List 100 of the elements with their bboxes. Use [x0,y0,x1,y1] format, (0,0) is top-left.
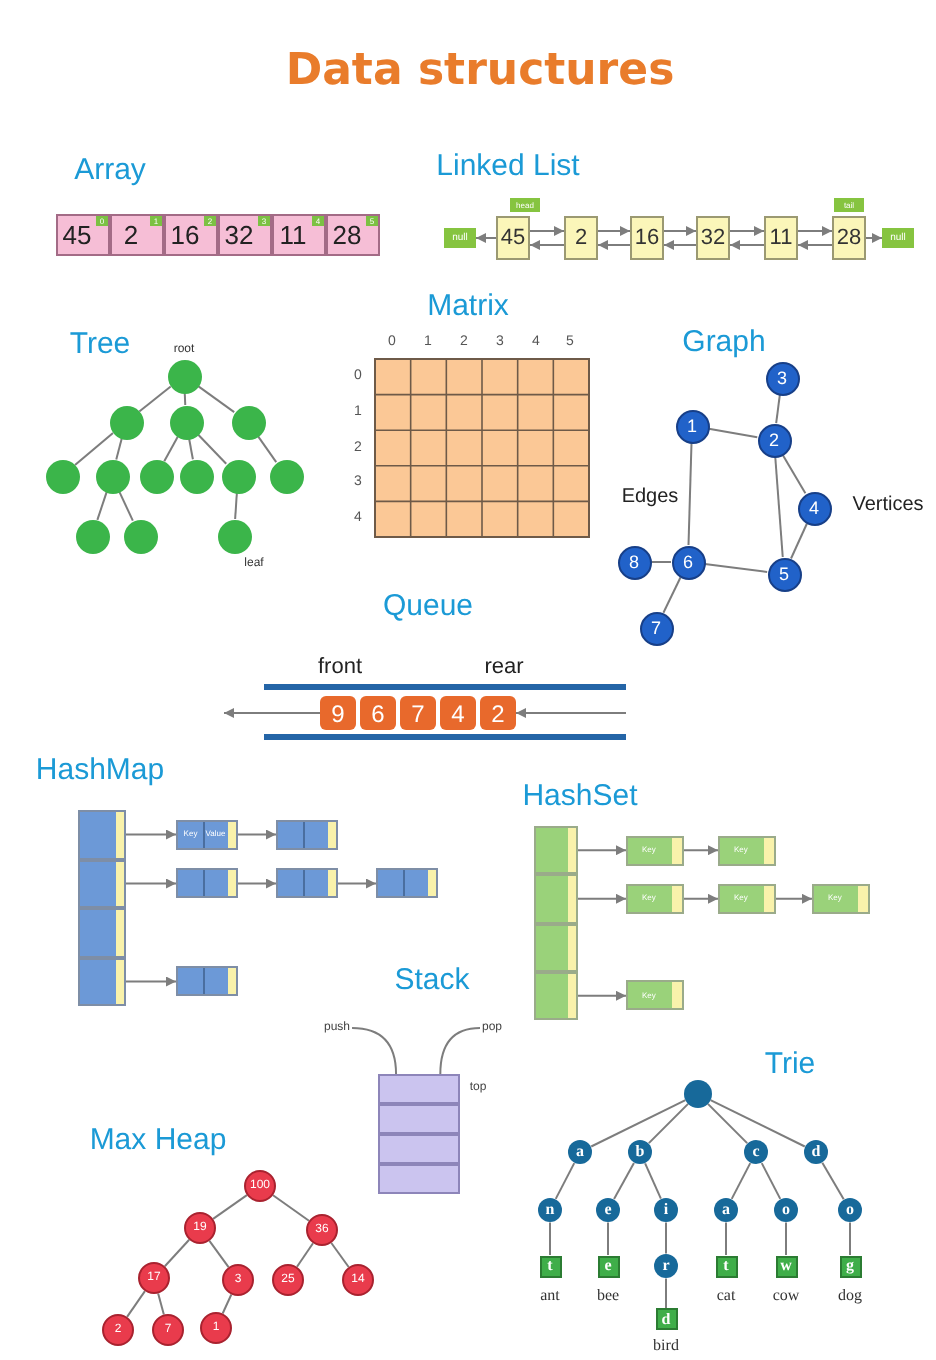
end-node: e [597,1255,619,1277]
tree-node [269,459,303,493]
branch-line [118,490,134,522]
list-node: 32 [696,216,730,260]
word-label: ant [540,1288,560,1304]
queue-item: 4 [440,696,476,730]
arrow [577,893,627,904]
graph-vertex: 7 [639,611,673,645]
array-cell [56,214,110,256]
word-label: dog [838,1288,862,1304]
entry-node [276,819,338,850]
branch-line [138,385,172,413]
arrow [337,878,377,889]
branch-line [163,1238,191,1268]
arrow [775,893,813,904]
array-cell [110,214,164,256]
branch-line [234,491,238,521]
tree-node [179,459,213,493]
graph-vertex: 2 [757,423,791,457]
edge-line [687,442,693,546]
bucket-slot [78,859,126,908]
arrow [475,233,497,243]
graph-vertex: 1 [675,409,709,443]
trie-node: n [537,1197,563,1223]
arrow [515,708,627,718]
branch-line [208,1239,230,1269]
section-heading: Trie [764,1049,816,1079]
list-node: 28 [832,216,866,260]
bucket-slot [534,826,578,875]
stack-slot [378,1164,460,1194]
bucket-slot [78,810,126,859]
bucket-slot [534,923,578,972]
word-label: bird [653,1338,679,1354]
trie-node: i [653,1197,679,1223]
arrow [125,976,177,987]
branch-line [549,1221,551,1256]
branch-line [157,1292,165,1316]
cell-value: 16 [170,222,200,248]
branch-line [644,1162,662,1200]
branch-line [821,1161,845,1201]
bucket-slot [78,957,126,1006]
queue-item: 7 [400,696,436,730]
arrow [577,845,627,856]
cell-value: 11 [279,222,307,248]
cell-value: 45 [62,222,92,248]
edge-line [774,455,784,559]
branch-line [665,1221,667,1255]
arrow [529,226,565,236]
graph-vertex: 8 [617,545,651,579]
trie-node: d [803,1139,829,1165]
bucket-slot [534,971,578,1020]
arrow [729,226,765,236]
branch-line [330,1242,350,1268]
queue-item: 2 [480,696,516,730]
tree-node [221,459,255,493]
arrow [529,240,565,250]
edge-line [790,522,808,560]
branch-line [74,431,114,467]
branch-line [760,1162,782,1200]
leader-line [439,1027,481,1075]
section-heading: HashSet [522,781,638,811]
arrow [797,240,833,250]
queue-item: 9 [320,696,356,730]
branch-line [730,1162,752,1200]
arrow [663,240,697,250]
branch-line [163,435,179,463]
section-heading: HashMap [35,755,165,785]
branch-line [183,392,187,406]
trie-node: o [773,1197,799,1223]
branch-line [706,1102,749,1145]
list-node: 16 [630,216,664,260]
bucket-slot [534,874,578,923]
branch-line [725,1221,727,1256]
section-heading: Stack [394,965,470,995]
trie-node: r [653,1253,679,1279]
tree-node [167,359,201,393]
edge-line [781,453,807,495]
section-heading: Max Heap [89,1125,227,1155]
arrow [237,829,277,840]
tree-node [139,459,173,493]
list-node: 11 [764,216,798,260]
arrow [683,845,719,856]
entry-node [276,868,338,899]
branch-line [613,1161,635,1201]
arrow [577,990,627,1001]
branch-line [554,1162,576,1200]
tree-node [169,405,203,439]
stack-slot [378,1074,460,1104]
cell-value: 32 [224,222,254,248]
page-title: Data structures [285,50,675,94]
trie-node: e [595,1197,621,1223]
branch-line [272,1194,310,1222]
end-node: t [715,1255,737,1277]
branch-line [296,1242,314,1268]
queue-item: 6 [360,696,396,730]
graph-vertex: 4 [797,491,831,525]
edge-line [707,427,759,439]
entry-node [176,819,238,850]
branch-line [849,1221,851,1256]
branch-line [647,1102,690,1145]
